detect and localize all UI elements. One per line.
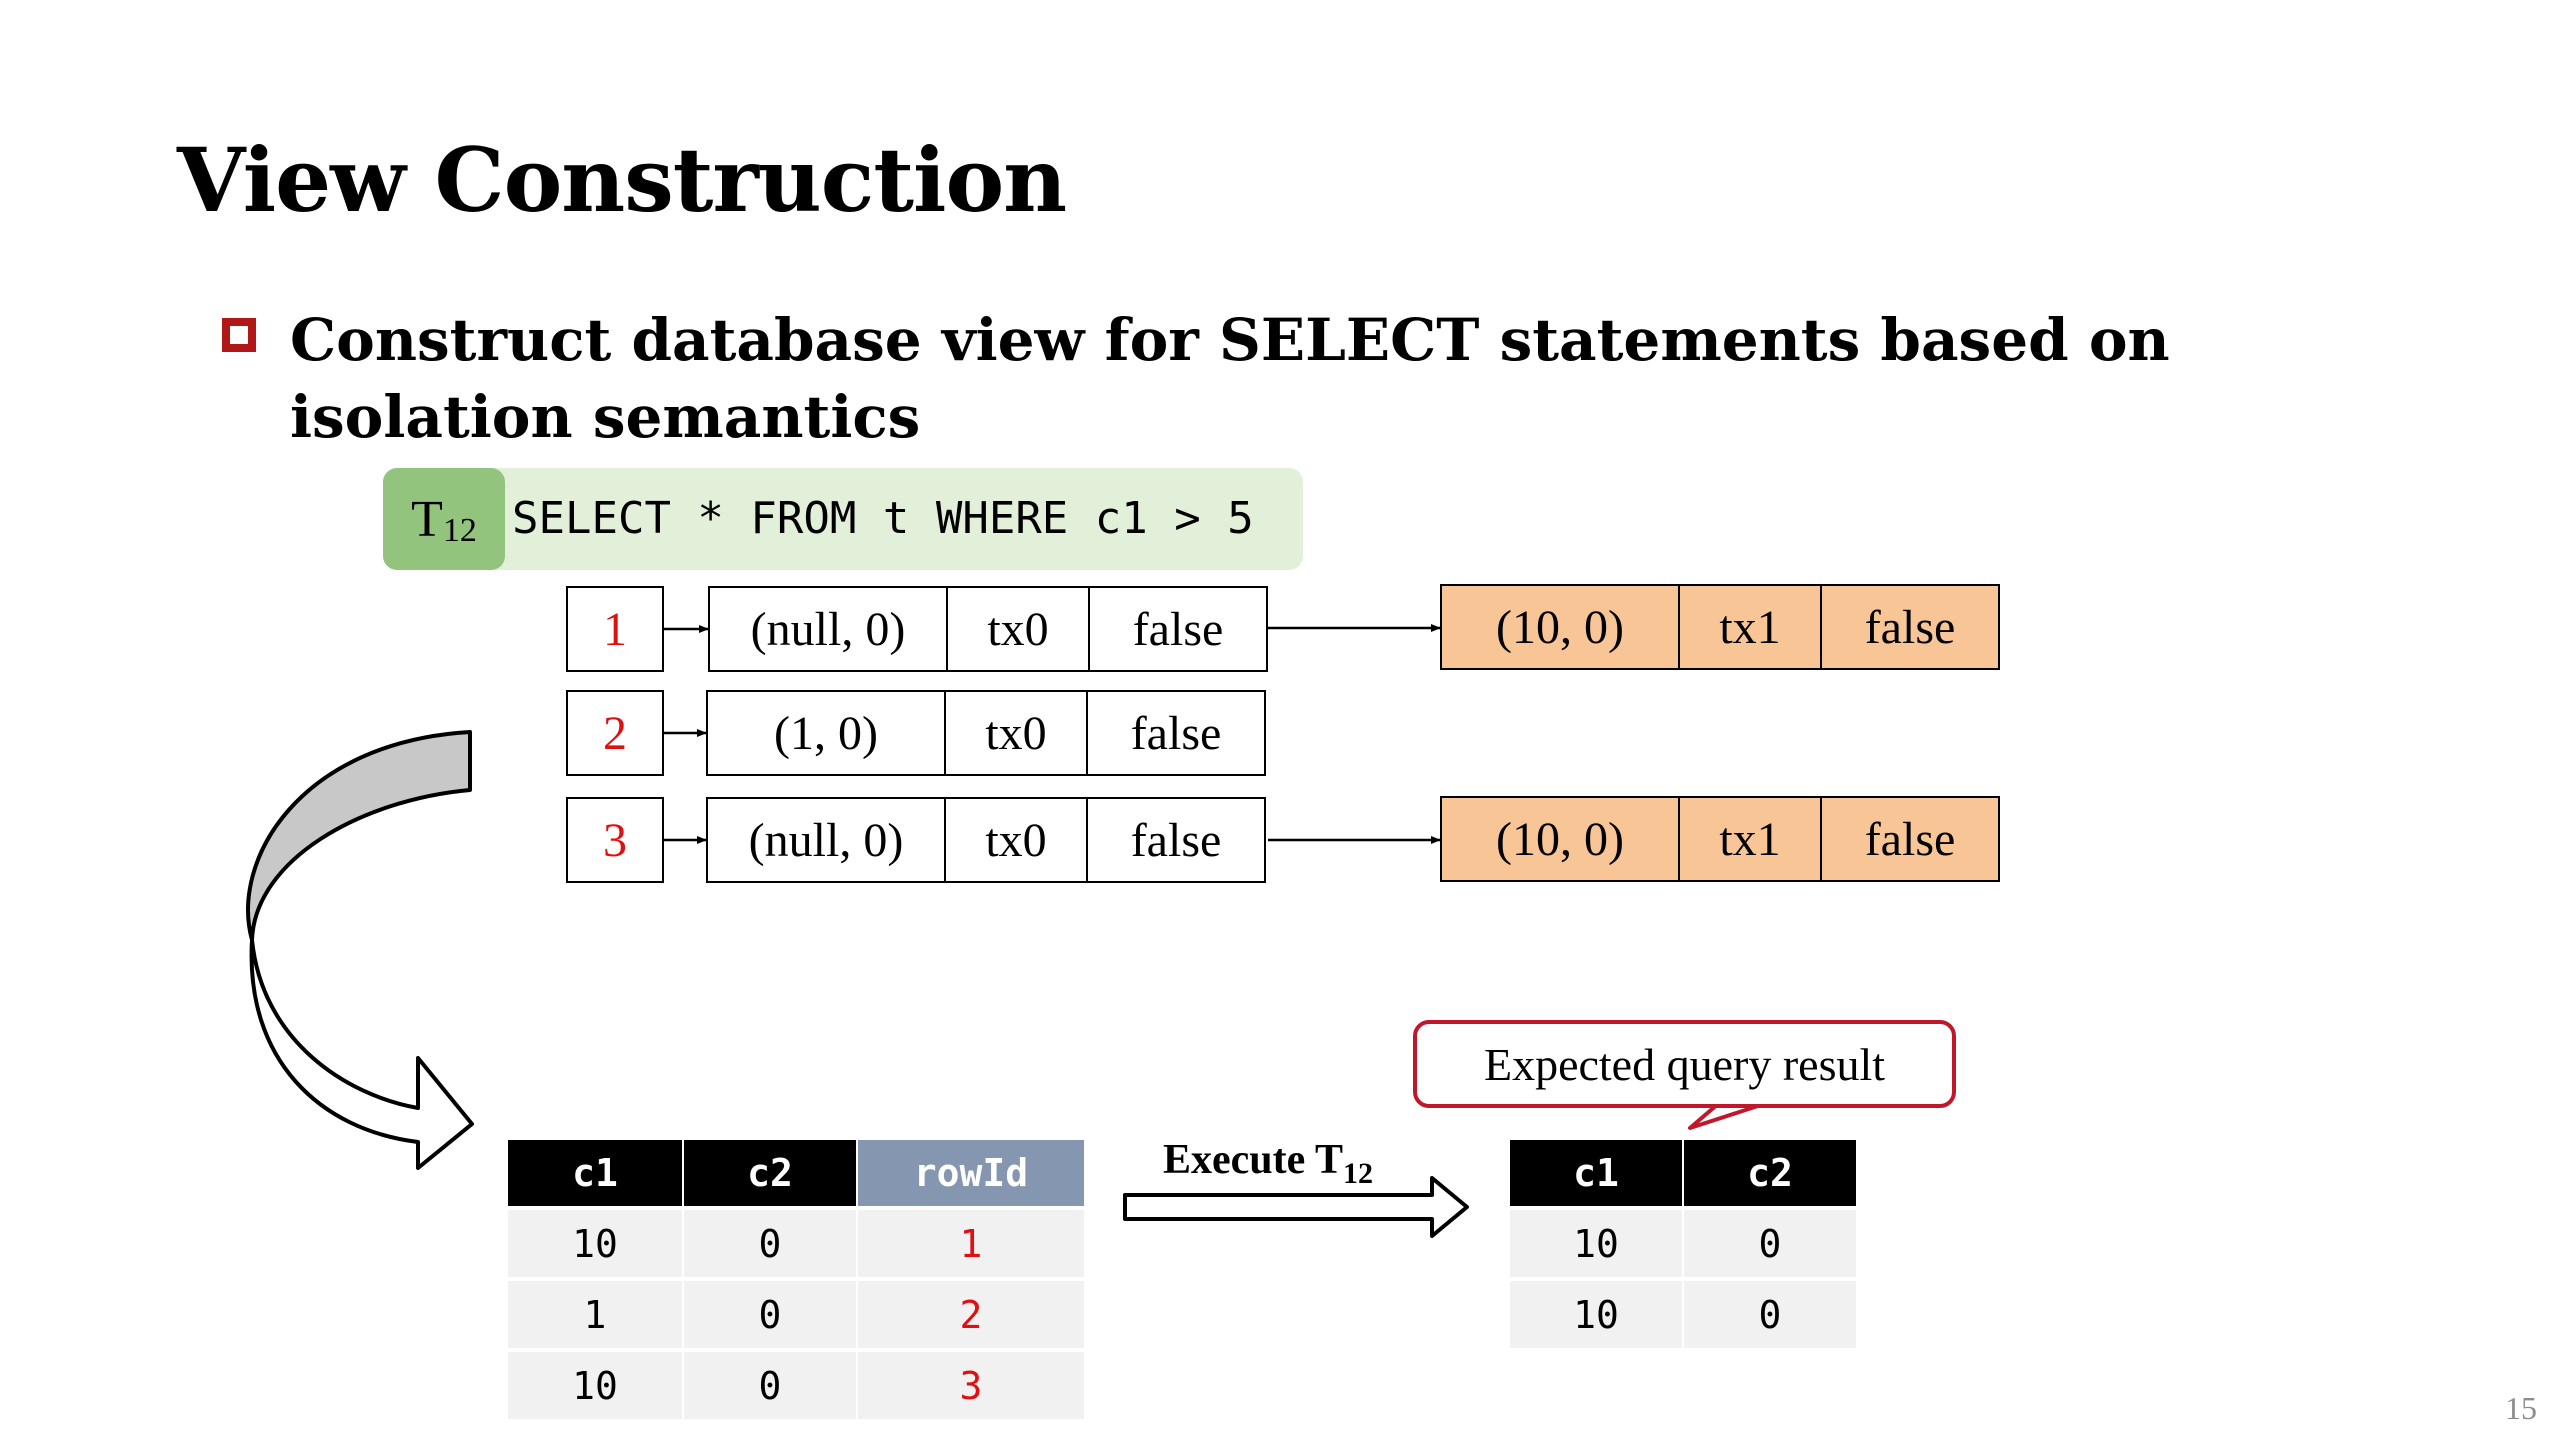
transaction-letter: T xyxy=(411,490,443,548)
result-table-header: c2 xyxy=(1684,1140,1856,1206)
version-txn-cell: tx0 xyxy=(946,586,1090,672)
version-deleted-cell: false xyxy=(1088,586,1268,672)
version-txn-cell: tx0 xyxy=(944,797,1088,883)
view-table-rowid-cell: 3 xyxy=(858,1352,1084,1419)
view-table-header-rowid: rowId xyxy=(858,1140,1084,1206)
execute-label-text: Execute T xyxy=(1163,1137,1344,1183)
view-table-cell: 0 xyxy=(684,1210,856,1277)
version-txn-cell: tx0 xyxy=(944,690,1088,776)
result-table-cell: 0 xyxy=(1684,1281,1856,1348)
version-value-cell: (1, 0) xyxy=(706,690,946,776)
bullet-square-icon xyxy=(222,318,256,352)
execute-label-subscript: 12 xyxy=(1343,1157,1374,1190)
view-table-cell: 1 xyxy=(508,1281,682,1348)
result-table-cell: 0 xyxy=(1684,1210,1856,1277)
view-table-cell: 10 xyxy=(508,1210,682,1277)
result-table-header: c1 xyxy=(1510,1140,1682,1206)
bullet-text: Construct database view for SELECT state… xyxy=(290,306,2170,451)
newer-version-txn-cell: tx1 xyxy=(1678,796,1822,882)
slide-title: View Construction xyxy=(177,128,1067,232)
newer-version-deleted-cell: false xyxy=(1820,584,2000,670)
version-value-cell: (null, 0) xyxy=(706,797,946,883)
newer-version-value-cell: (10, 0) xyxy=(1440,584,1680,670)
result-table-cell: 10 xyxy=(1510,1281,1682,1348)
view-table-cell: 10 xyxy=(508,1352,682,1419)
result-table-cell: 10 xyxy=(1510,1210,1682,1277)
view-table-header: c1 xyxy=(508,1140,682,1206)
newer-version-value-cell: (10, 0) xyxy=(1440,796,1680,882)
view-table-header: c2 xyxy=(684,1140,856,1206)
row-id-cell: 3 xyxy=(566,797,664,883)
view-table-cell: 0 xyxy=(684,1281,856,1348)
row-id-cell: 2 xyxy=(566,690,664,776)
sql-statement: SELECT * FROM t WHERE c1 > 5 xyxy=(512,493,1254,544)
newer-version-deleted-cell: false xyxy=(1820,796,2000,882)
version-deleted-cell: false xyxy=(1086,690,1266,776)
version-value-cell: (null, 0) xyxy=(708,586,948,672)
execute-arrow-icon xyxy=(1123,1176,1469,1238)
callout-tail xyxy=(1688,1102,1765,1130)
row-id-cell: 1 xyxy=(566,586,664,672)
curved-arrow-icon xyxy=(246,730,474,1170)
page-number: 15 xyxy=(2505,1390,2537,1426)
newer-version-txn-cell: tx1 xyxy=(1678,584,1822,670)
transaction-subscript: 12 xyxy=(442,512,477,549)
view-table-cell: 0 xyxy=(684,1352,856,1419)
view-table-rowid-cell: 2 xyxy=(858,1281,1084,1348)
query-bar xyxy=(383,468,1303,570)
version-deleted-cell: false xyxy=(1086,797,1266,883)
view-table-rowid-cell: 1 xyxy=(858,1210,1084,1277)
expected-result-callout: Expected query result xyxy=(1413,1020,1956,1108)
execute-label: Execute T12 xyxy=(1163,1130,1373,1190)
